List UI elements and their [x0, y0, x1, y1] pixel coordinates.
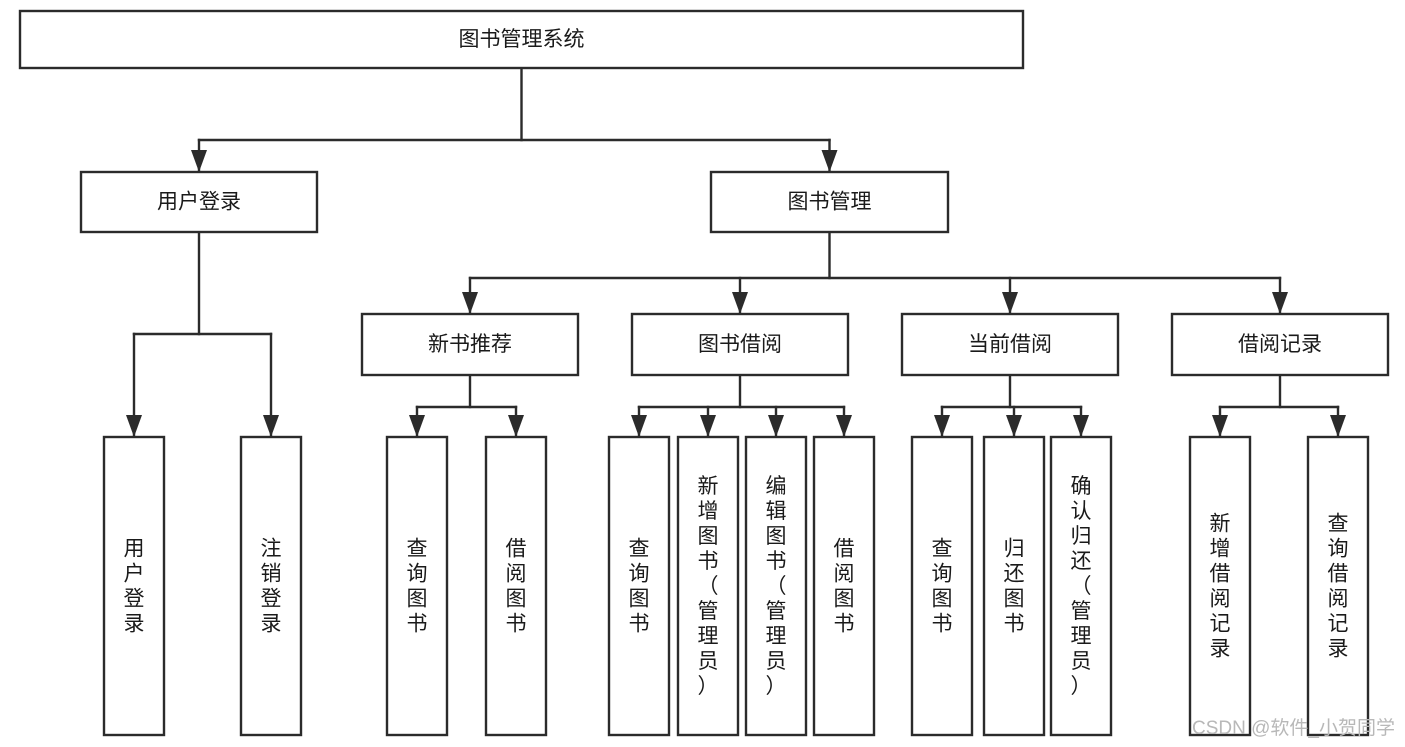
node-leaf-confirm-return-box[interactable] — [1049, 435, 1113, 737]
node-leaf-borrow-book-1-box[interactable] — [484, 435, 548, 737]
node-leaf-query-record-label: 查询借阅记录 — [1328, 513, 1349, 661]
node-leaf-query-book-3-label: 查询图书 — [932, 538, 953, 636]
user-login-children-arrow-0 — [126, 415, 142, 437]
book-borrow-children-arrow-2 — [768, 415, 784, 437]
node-root[interactable]: 图书管理系统 — [18, 9, 1025, 70]
borrow-record-children-arrow-0 — [1212, 415, 1228, 437]
root-to-level2-arrow-0 — [191, 150, 207, 172]
node-leaf-add-record[interactable]: 新增借阅记录 — [1188, 435, 1252, 737]
node-book-borrow-box[interactable] — [630, 312, 850, 377]
node-root-box[interactable] — [18, 9, 1025, 70]
node-leaf-query-record[interactable]: 查询借阅记录 — [1306, 435, 1370, 737]
node-leaf-query-book-2-label: 查询图书 — [629, 538, 650, 636]
user-login-children-arrow-1 — [263, 415, 279, 437]
node-user-login-box[interactable] — [79, 170, 319, 234]
book-manage-to-level3-arrow-0 — [462, 292, 478, 314]
node-leaf-return-book-box[interactable] — [982, 435, 1046, 737]
node-leaf-edit-book-label: 编辑图书（管理员） — [766, 475, 787, 698]
book-manage-to-level3-arrow-2 — [1002, 292, 1018, 314]
connector-lines — [126, 66, 1346, 439]
node-leaf-add-record-label: 新增借阅记录 — [1210, 513, 1231, 661]
node-leaf-query-record-box[interactable] — [1306, 435, 1370, 737]
node-leaf-add-book-label: 新增图书（管理员） — [698, 475, 719, 698]
node-leaf-query-book-3-box[interactable] — [910, 435, 974, 737]
node-root-label: 图书管理系统 — [459, 28, 585, 51]
node-borrow-record-box[interactable] — [1170, 312, 1390, 377]
node-leaf-edit-book-box[interactable] — [744, 435, 808, 737]
current-borrow-children-arrow-1 — [1006, 415, 1022, 437]
node-current-borrow[interactable]: 当前借阅 — [900, 312, 1120, 377]
watermark: CSDN @软件_小贺同学 — [1192, 717, 1395, 739]
node-leaf-add-record-box[interactable] — [1188, 435, 1252, 737]
node-leaf-user-logout-label: 注销登录 — [261, 538, 282, 636]
node-leaf-return-book[interactable]: 归还图书 — [982, 435, 1046, 737]
root-to-level2-arrow-1 — [821, 150, 838, 172]
node-new-book-recommend-label: 新书推荐 — [428, 333, 512, 356]
node-leaf-query-book-1-box[interactable] — [385, 435, 449, 737]
node-user-login-label: 用户登录 — [157, 191, 241, 214]
book-manage-to-level3-arrow-1 — [732, 292, 748, 314]
node-book-manage-box[interactable] — [709, 170, 950, 234]
node-book-manage-label: 图书管理 — [788, 191, 872, 214]
book-borrow-children-arrow-0 — [631, 415, 647, 437]
node-leaf-query-book-2[interactable]: 查询图书 — [607, 435, 671, 737]
node-leaf-user-login-label: 用户登录 — [124, 538, 145, 636]
node-book-manage[interactable]: 图书管理 — [709, 170, 950, 234]
node-leaf-edit-book[interactable]: 编辑图书（管理员） — [744, 435, 808, 737]
node-new-book-recommend-box[interactable] — [360, 312, 580, 377]
node-leaf-query-book-1-label: 查询图书 — [407, 538, 428, 636]
node-book-borrow-label: 图书借阅 — [698, 333, 782, 356]
node-leaf-borrow-book-2-label: 借阅图书 — [834, 538, 855, 636]
new-book-recommend-children-arrow-1 — [508, 415, 524, 437]
node-leaf-add-book-box[interactable] — [676, 435, 740, 737]
node-leaf-query-book-1[interactable]: 查询图书 — [385, 435, 449, 737]
node-leaf-borrow-book-2[interactable]: 借阅图书 — [812, 435, 876, 737]
node-leaf-add-book[interactable]: 新增图书（管理员） — [676, 435, 740, 737]
current-borrow-children-arrow-0 — [934, 415, 950, 437]
node-leaf-query-book-2-box[interactable] — [607, 435, 671, 737]
node-leaf-borrow-book-1-label: 借阅图书 — [506, 538, 527, 636]
node-leaf-user-logout-box[interactable] — [239, 435, 303, 737]
node-borrow-record-label: 借阅记录 — [1238, 333, 1322, 356]
node-current-borrow-box[interactable] — [900, 312, 1120, 377]
node-leaf-borrow-book-2-box[interactable] — [812, 435, 876, 737]
node-leaf-confirm-return-label: 确认归还（管理员） — [1071, 475, 1092, 698]
node-book-borrow[interactable]: 图书借阅 — [630, 312, 850, 377]
watermark-label: CSDN @软件_小贺同学 — [1192, 717, 1395, 739]
book-manage-to-level3-arrow-3 — [1272, 292, 1288, 314]
node-user-login[interactable]: 用户登录 — [79, 170, 319, 234]
node-new-book-recommend[interactable]: 新书推荐 — [360, 312, 580, 377]
book-borrow-children-arrow-3 — [836, 415, 852, 437]
node-boxes: 图书管理系统用户登录图书管理新书推荐图书借阅当前借阅借阅记录用户登录注销登录查询… — [18, 9, 1390, 737]
node-leaf-confirm-return[interactable]: 确认归还（管理员） — [1049, 435, 1113, 737]
new-book-recommend-children-arrow-0 — [409, 415, 425, 437]
current-borrow-children-arrow-2 — [1073, 415, 1089, 437]
node-leaf-return-book-label: 归还图书 — [1004, 538, 1025, 636]
borrow-record-children-arrow-1 — [1330, 415, 1346, 437]
node-leaf-user-logout[interactable]: 注销登录 — [239, 435, 303, 737]
node-current-borrow-label: 当前借阅 — [968, 333, 1052, 356]
node-leaf-query-book-3[interactable]: 查询图书 — [910, 435, 974, 737]
node-borrow-record[interactable]: 借阅记录 — [1170, 312, 1390, 377]
node-leaf-user-login-box[interactable] — [102, 435, 166, 737]
node-leaf-borrow-book-1[interactable]: 借阅图书 — [484, 435, 548, 737]
node-leaf-user-login[interactable]: 用户登录 — [102, 435, 166, 737]
book-borrow-children-arrow-1 — [700, 415, 716, 437]
